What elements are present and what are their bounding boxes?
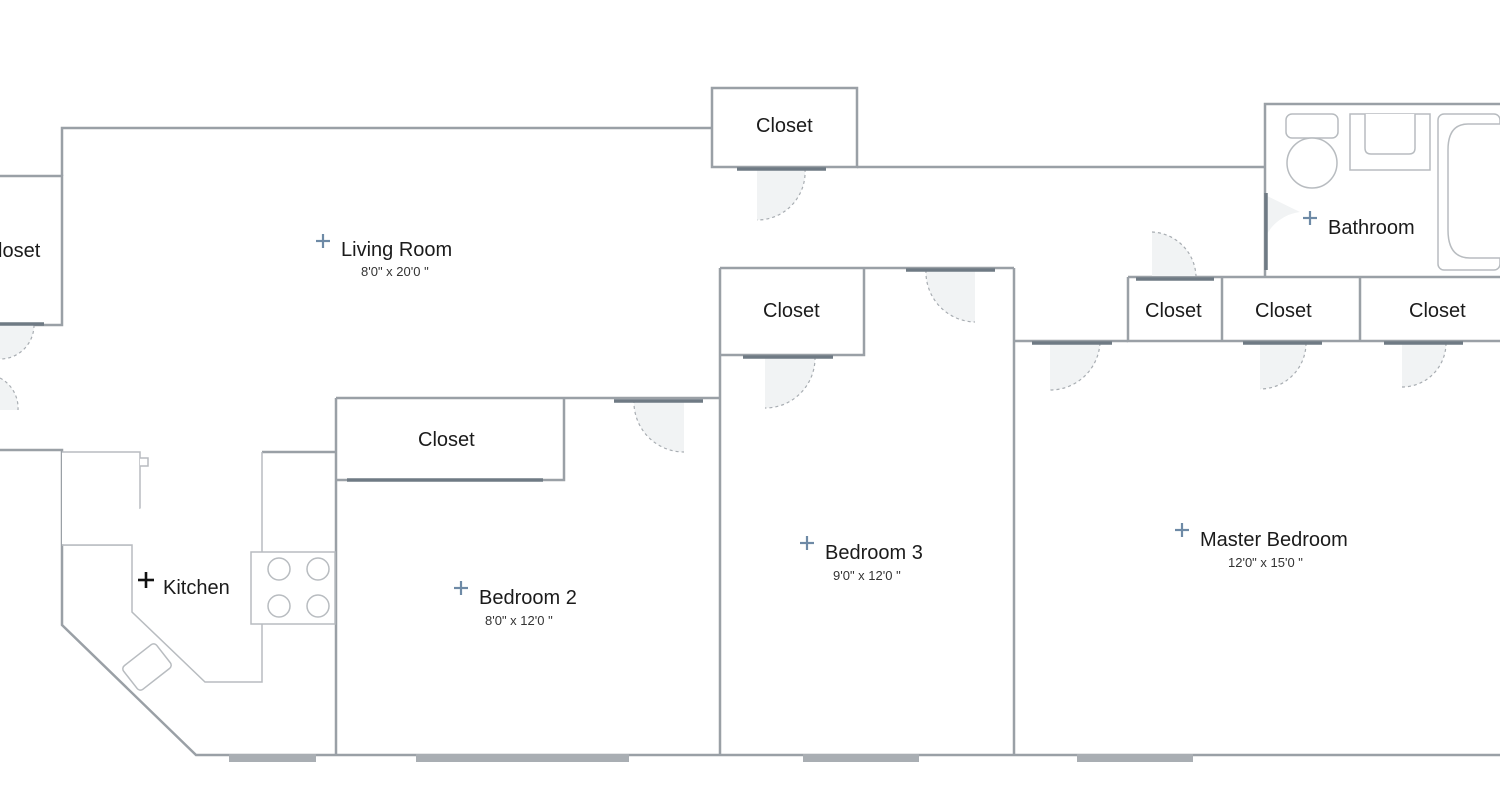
window-icon (1077, 754, 1193, 762)
door-swing-icon (1243, 341, 1322, 390)
plus-icon (1303, 211, 1317, 225)
plus-icon (454, 581, 468, 595)
bathroom-label: Bathroom (1328, 217, 1415, 239)
door-swing-icon (906, 268, 995, 323)
master-bedroom-dimensions: 12'0" x 15'0 " (1228, 555, 1303, 570)
door-swing-icon (737, 167, 826, 221)
sink-icon (1349, 113, 1431, 171)
window-icon (229, 754, 316, 762)
bathtub-icon (1437, 113, 1500, 271)
closet-master-a-label: Closet (1255, 300, 1312, 322)
plus-icon (1175, 523, 1189, 537)
bedroom-2-dimensions: 8'0" x 12'0 " (485, 613, 553, 628)
door-swing-icon (1032, 341, 1112, 391)
window-icon (416, 754, 629, 762)
room-markers (138, 211, 1317, 595)
master-bedroom-label: Master Bedroom (1200, 529, 1348, 551)
closet-bedroom-2-label: Closet (418, 429, 475, 451)
sink-icon (122, 643, 172, 691)
closet-master-b-label: Closet (1409, 300, 1466, 322)
walls (0, 86, 1500, 757)
door-swing-icon (1264, 193, 1300, 270)
stove-icon (250, 551, 336, 625)
door-swing-icon (614, 399, 703, 453)
plus-icon (316, 234, 330, 248)
closet-top-label: Closet (756, 115, 813, 137)
door-swing-icon (1136, 231, 1214, 281)
doors (0, 167, 1463, 482)
bedroom-3-label: Bedroom 3 (825, 542, 923, 564)
room-labels: Living Room 8'0" x 20'0 " Kitchen Bedroo… (163, 217, 1415, 628)
door-swing-icon (0, 322, 44, 360)
kitchen-label: Kitchen (163, 577, 230, 599)
door-swing-icon (743, 355, 833, 409)
bathroom-fixtures (1285, 113, 1500, 271)
window-icon (803, 754, 919, 762)
plus-icon (800, 536, 814, 550)
toilet-icon (1285, 113, 1339, 189)
door-swing-icon (1384, 341, 1463, 388)
closet-labels: loset Closet Closet Closet Closet Closet… (0, 115, 1466, 451)
closet-small-label: Closet (1145, 300, 1202, 322)
windows (229, 754, 1193, 762)
closet-bedroom-3-label: Closet (763, 300, 820, 322)
kitchen-fixtures (62, 451, 336, 691)
door-swing-icon (0, 377, 19, 411)
living-room-dimensions: 8'0" x 20'0 " (361, 264, 429, 279)
living-room-label: Living Room (341, 239, 452, 261)
closet-left-label: loset (0, 240, 41, 262)
bedroom-2-label: Bedroom 2 (479, 587, 577, 609)
bedroom-3-dimensions: 9'0" x 12'0 " (833, 568, 901, 583)
plus-icon (138, 572, 154, 588)
